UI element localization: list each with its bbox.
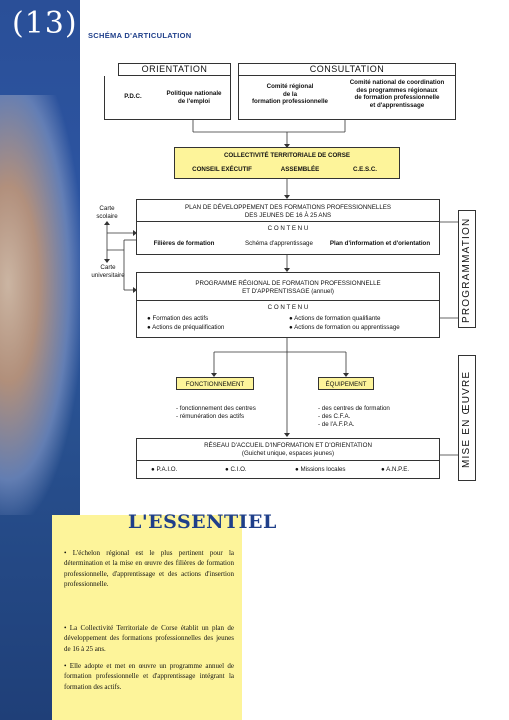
reseau-item-missions-text: Missions locales (300, 466, 346, 473)
reseau-subtitle: (Guichet unique, espaces jeunes) (241, 450, 335, 457)
essentiel-paragraph-2: • La Collectivité Territoriale de Corse … (64, 624, 234, 653)
reseau-item-cio: ● C.I.O. (225, 466, 247, 473)
equipement-item-2: - des C.F.A. (318, 413, 351, 420)
orientation-title: ORIENTATION (141, 64, 208, 74)
programme-right-2-text: Actions de formation ou apprentissage (294, 324, 400, 331)
essentiel-paragraph-1: • L'échelon régional est le plus pertine… (64, 549, 234, 588)
orientation-politique: Politique nationale de l'emploi (166, 90, 222, 105)
plan-contenu: C O N T E N U (267, 225, 309, 232)
orientation-box: P.D.C. Politique nationale de l'emploi (104, 76, 231, 120)
essentiel-paragraph-3: • Elle adopte et met en œuvre un program… (64, 662, 234, 691)
reseau-item-anpe: ● A.N.P.E. (381, 466, 410, 473)
equipement-item-3: - de l'A.F.P.A. (318, 421, 355, 428)
plan-title: PLAN DE DÉVELOPPEMENT DES FORMATIONS PRO… (184, 204, 392, 219)
collectivite-assemblee: ASSEMBLÉE (280, 166, 320, 173)
equipement-box: ÉQUIPEMENT (318, 377, 374, 390)
portrait-photo (0, 95, 80, 515)
mise-en-oeuvre-label: MISE EN ŒUVRE (461, 370, 472, 468)
fonctionnement-item-1: - fonctionnement des centres (176, 405, 256, 412)
mise-en-oeuvre-bracket: MISE EN ŒUVRE (458, 355, 476, 481)
programme-left-2: ● Actions de préqualification (147, 324, 225, 331)
carte-universitaire-label: Carte universitaire (91, 264, 125, 279)
reseau-item-paio: ● P.A.I.O. (151, 466, 178, 473)
consultation-header-box: CONSULTATION (238, 63, 456, 76)
programmation-label: PROGRAMMATION (461, 217, 472, 323)
collectivite-box: COLLECTIVITÉ TERRITORIALE DE CORSE CONSE… (174, 147, 400, 179)
programme-right-1: ● Actions de formation qualifiante (289, 315, 381, 322)
fonctionnement-box: FONCTIONNEMENT (176, 377, 254, 390)
equipement-title: ÉQUIPEMENT (325, 381, 367, 388)
section-header: SCHÉMA D'ARTICULATION (88, 31, 192, 40)
essentiel-panel (52, 515, 242, 720)
programme-left-1-text: Formation des actifs (152, 315, 209, 322)
page-number: (13) (12, 6, 78, 41)
plan-box: PLAN DE DÉVELOPPEMENT DES FORMATIONS PRO… (136, 199, 440, 255)
collectivite-title: COLLECTIVITÉ TERRITORIALE DE CORSE (223, 152, 351, 159)
programme-left-1: ● Formation des actifs (147, 315, 209, 322)
essentiel-title: L'ESSENTIEL (128, 511, 277, 533)
plan-information: Plan d'information et d'orientation (329, 240, 431, 247)
reseau-box: RÉSEAU D'ACCUEIL D'INFORMATION ET D'ORIE… (136, 438, 440, 479)
reseau-item-paio-text: P.A.I.O. (156, 466, 178, 473)
programme-title: PROGRAMME RÉGIONAL DE FORMATION PROFESSI… (195, 280, 381, 295)
plan-schema: Schéma d'apprentissage (245, 240, 313, 247)
fonctionnement-item-2: - rémunération des actifs (176, 413, 245, 420)
reseau-item-missions: ● Missions locales (295, 466, 346, 473)
programme-contenu: C O N T E N U (267, 304, 309, 311)
carte-scolaire-label: Carte scolaire (96, 205, 118, 220)
consultation-box: Comité régional de la formation professi… (238, 76, 456, 120)
programme-left-2-text: Actions de préqualification (152, 324, 225, 331)
fonctionnement-title: FONCTIONNEMENT (185, 381, 245, 388)
collectivite-cesc: C.E.S.C. (352, 166, 378, 173)
consultation-comite-regional: Comité régional de la formation professi… (252, 83, 328, 105)
programme-box: PROGRAMME RÉGIONAL DE FORMATION PROFESSI… (136, 272, 440, 338)
programme-right-2: ● Actions de formation ou apprentissage (289, 324, 400, 331)
equipement-item-1: - des centres de formation (318, 405, 390, 412)
programme-right-1-text: Actions de formation qualifiante (294, 315, 381, 322)
consultation-title: CONSULTATION (309, 64, 385, 74)
collectivite-conseil: CONSEIL EXÉCUTIF (192, 166, 252, 173)
reseau-item-anpe-text: A.N.P.E. (386, 466, 410, 473)
orientation-pdc: P.D.C. (124, 93, 142, 100)
programmation-bracket: PROGRAMMATION (458, 210, 476, 328)
reseau-title: RÉSEAU D'ACCUEIL D'INFORMATION ET D'ORIE… (204, 442, 372, 449)
orientation-header-box: ORIENTATION (118, 63, 231, 76)
plan-filieres: Filières de formation (153, 240, 215, 247)
reseau-item-cio-text: C.I.O. (230, 466, 247, 473)
consultation-comite-national: Comité national de coordination des prog… (349, 79, 445, 109)
